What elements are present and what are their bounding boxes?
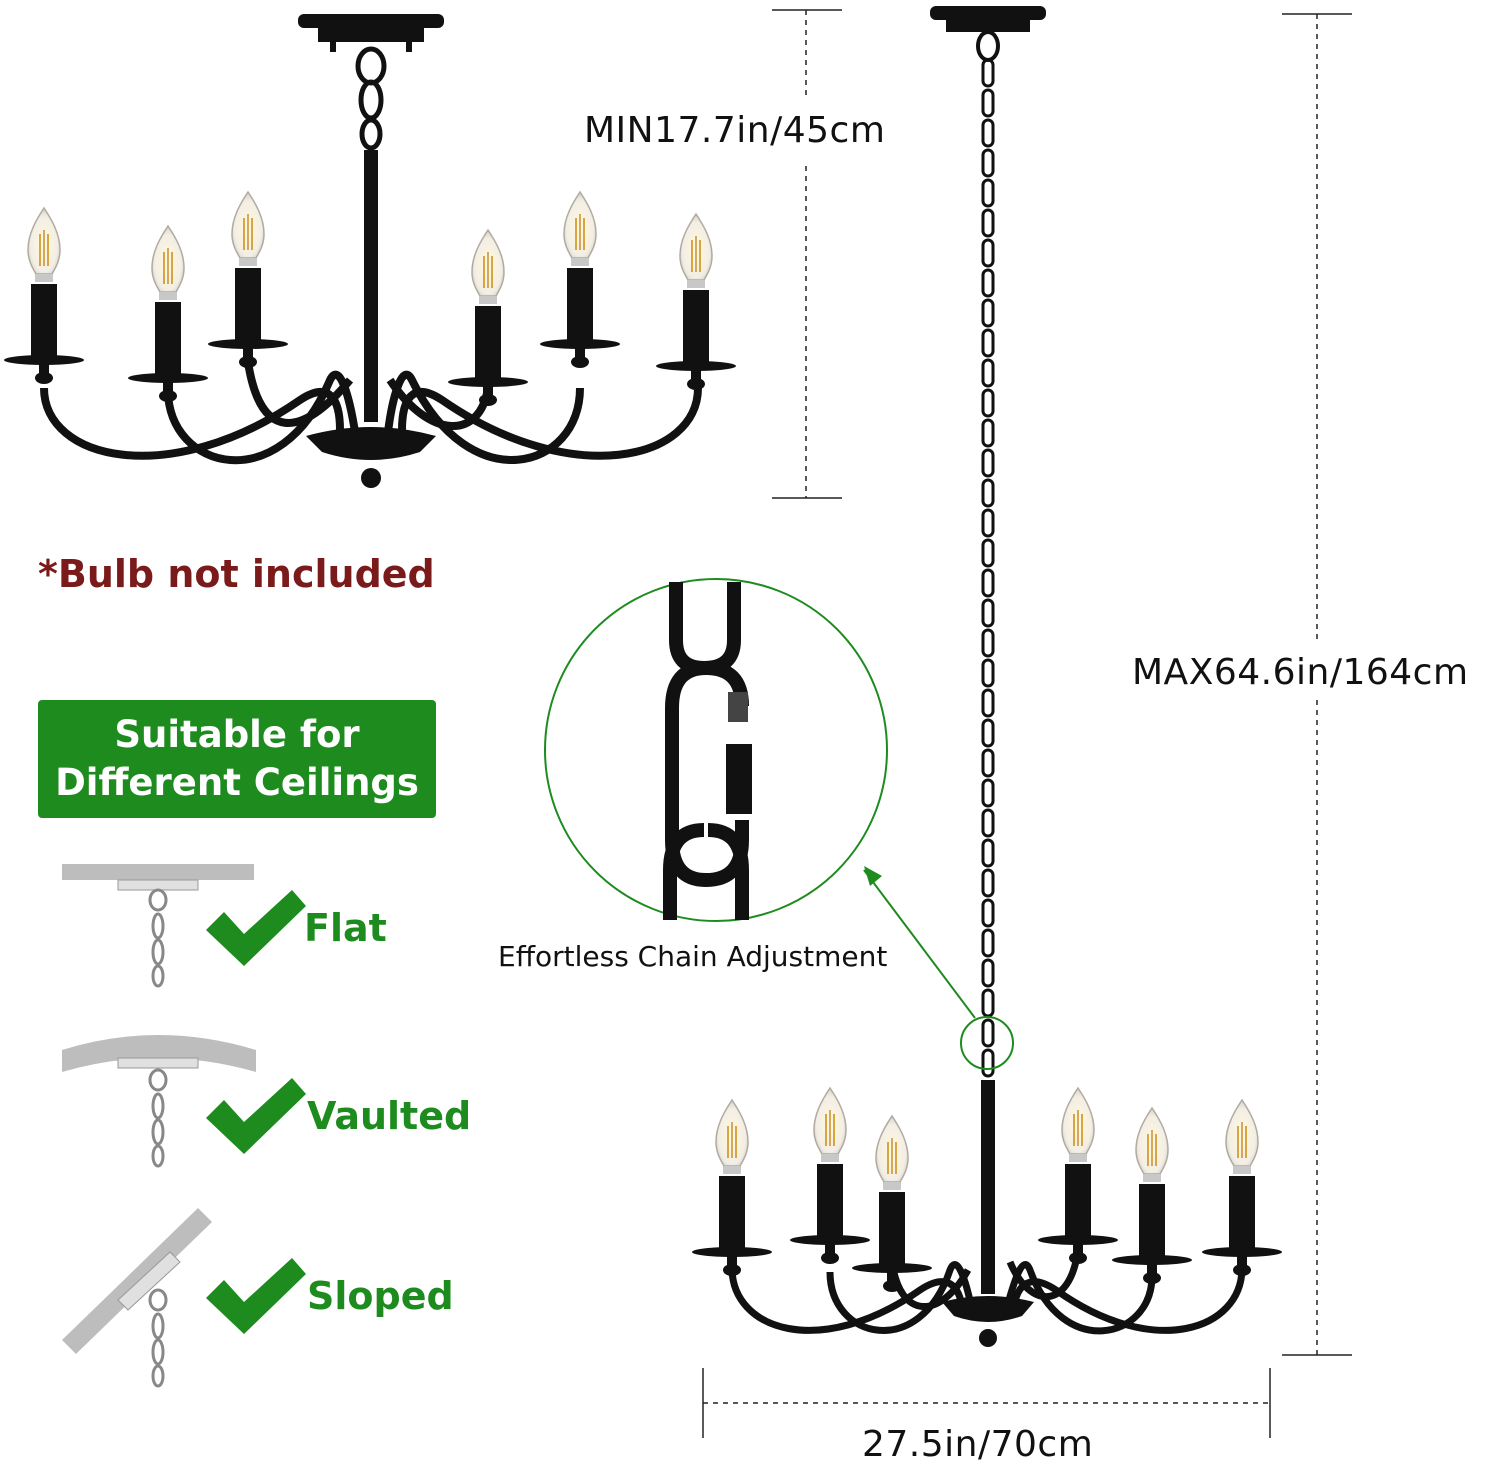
banner-line-1: Suitable for bbox=[114, 713, 360, 756]
checkmark-icon bbox=[206, 890, 306, 966]
top-chandelier bbox=[4, 14, 736, 488]
long-chain bbox=[981, 58, 995, 1078]
ceiling-type-flat: Flat bbox=[304, 906, 387, 950]
max-height-dimension-line bbox=[1282, 13, 1352, 1356]
vaulted-ceiling-icon bbox=[62, 1035, 256, 1168]
flat-ceiling-icon bbox=[62, 864, 254, 988]
width-label: 27.5in/70cm bbox=[862, 1424, 1094, 1465]
chain-link-icon bbox=[663, 582, 749, 920]
ceiling-type-vaulted: Vaulted bbox=[307, 1094, 472, 1138]
ceiling-compatibility-banner: Suitable for Different Ceilings bbox=[38, 700, 436, 818]
right-chandelier bbox=[692, 6, 1282, 1347]
chain-adjustment-caption: Effortless Chain Adjustment bbox=[498, 940, 888, 973]
max-height-label: MAX64.6in/164cm bbox=[1132, 652, 1469, 693]
chain-zoom-callout bbox=[544, 578, 976, 1019]
width-dimension-line bbox=[702, 1368, 1271, 1438]
bulb-note: *Bulb not included bbox=[38, 552, 435, 596]
ceiling-type-sloped: Sloped bbox=[307, 1274, 454, 1318]
banner-line-2: Different Ceilings bbox=[55, 761, 419, 804]
checkmark-icon bbox=[206, 1078, 306, 1154]
min-height-label: MIN17.7in/45cm bbox=[584, 110, 886, 151]
checkmark-icon bbox=[206, 1258, 306, 1334]
sloped-ceiling-icon bbox=[62, 1208, 212, 1388]
min-height-dimension-line bbox=[772, 9, 842, 499]
